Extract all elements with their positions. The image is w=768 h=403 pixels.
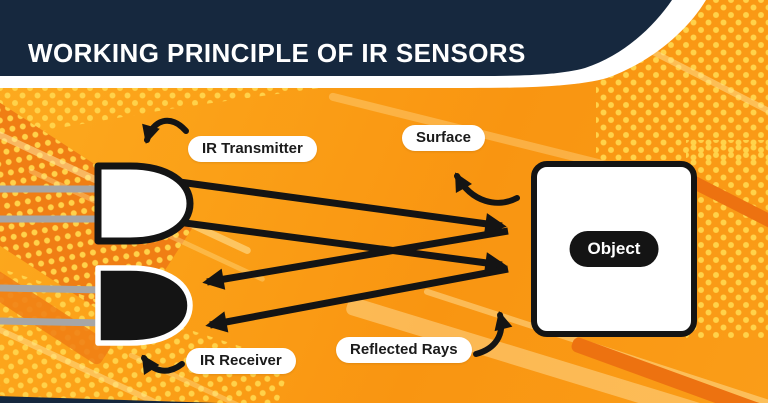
- page-title: WORKING PRINCIPLE OF IR SENSORS: [28, 38, 526, 69]
- pointer-arrows: [141, 117, 520, 375]
- emitted-ray-1: [171, 177, 507, 235]
- object-box: Object: [531, 161, 697, 337]
- reflected-rays-pointer-arrow: [473, 311, 513, 357]
- ir-transmitter-led: [94, 162, 194, 245]
- surface-pointer-arrow: [454, 172, 520, 206]
- emitted-ray-2: [169, 217, 507, 274]
- reflected-rays-label: Reflected Rays: [336, 337, 472, 363]
- surface-label: Surface: [402, 125, 486, 151]
- reflected-ray-2: [205, 265, 509, 333]
- transmitter-pointer-arrow: [142, 117, 189, 144]
- header-banner: [0, 0, 706, 88]
- receiver-lead-bottom: [0, 317, 105, 327]
- ir-receiver-label: IR Receiver: [186, 348, 296, 374]
- lead-wires: [0, 185, 105, 327]
- receiver-lead-top: [0, 284, 105, 294]
- ir-rays: [169, 177, 509, 333]
- object-label: Object: [569, 231, 659, 267]
- receiver-pointer-arrow: [141, 354, 185, 375]
- ir-transmitter-label: IR Transmitter: [188, 136, 317, 162]
- ir-receiver-led: [95, 265, 193, 346]
- halftone-dots-right: [686, 140, 768, 338]
- banner-navy-shape: [0, 0, 672, 76]
- reflected-ray-1: [202, 227, 509, 290]
